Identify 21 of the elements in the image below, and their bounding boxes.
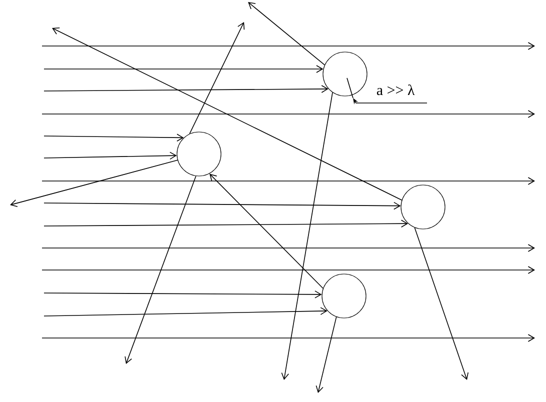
arrow xyxy=(44,307,328,316)
arrow xyxy=(189,22,245,134)
arrow xyxy=(316,316,337,393)
arrow xyxy=(44,134,184,142)
particle-circle xyxy=(400,184,446,230)
arrow xyxy=(209,174,324,289)
arrow xyxy=(248,2,326,66)
arrow xyxy=(44,220,408,228)
arrow xyxy=(44,202,401,210)
arrow xyxy=(281,92,333,380)
arrow xyxy=(44,152,177,160)
particle-circle xyxy=(322,274,366,318)
arrow xyxy=(44,290,322,298)
particle-circle xyxy=(176,132,222,176)
particle-circle xyxy=(322,52,368,96)
arrow xyxy=(44,65,324,73)
arrow xyxy=(124,176,196,364)
arrow xyxy=(414,227,468,380)
arrow xyxy=(52,27,402,201)
arrow xyxy=(10,160,178,208)
arrow xyxy=(44,85,328,93)
